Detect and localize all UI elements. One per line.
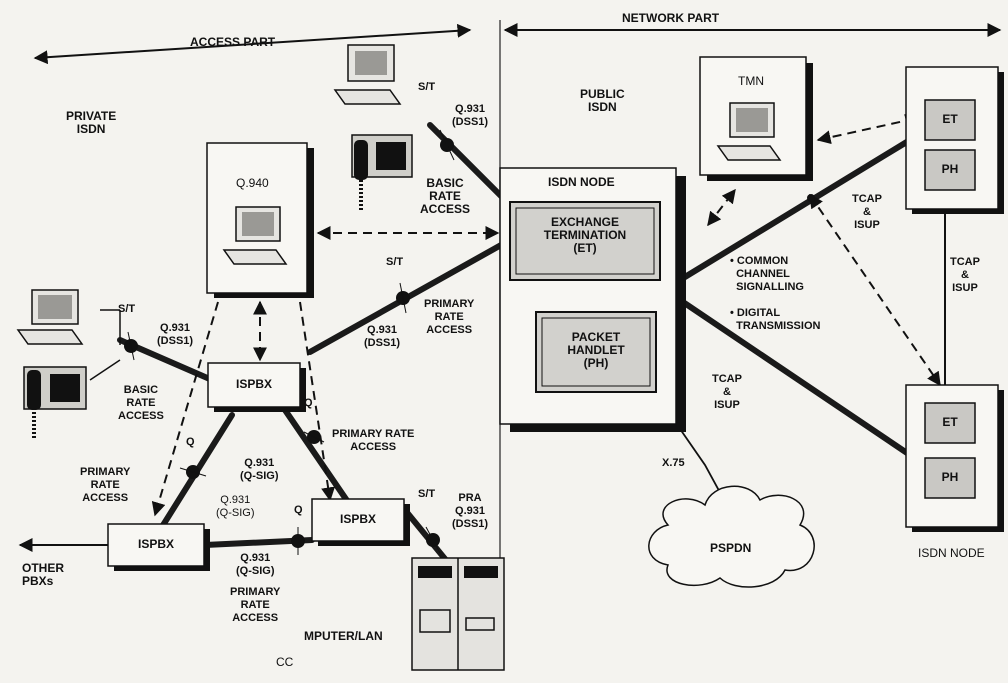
q931-dss1-top-label: Q.931 (DSS1) bbox=[452, 103, 489, 128]
ispbx-boxes bbox=[107, 362, 410, 571]
ispbx-mid-label: ISPBX bbox=[235, 377, 272, 391]
tmn-label: TMN bbox=[738, 74, 764, 88]
private-isdn-label: PRIVATE ISDN bbox=[66, 109, 117, 136]
primary-rate-left-label: PRIMARY RATE ACCESS bbox=[80, 466, 131, 504]
q931-qsig-center-label: Q.931 (Q-SIG) bbox=[240, 457, 279, 482]
q931-dss1-left-label: Q.931 (DSS1) bbox=[157, 322, 194, 347]
right-et-bottom-label: ET bbox=[942, 415, 958, 429]
st-pra-label: S/T bbox=[386, 256, 404, 268]
terminal-q940 bbox=[222, 206, 288, 265]
access-part-arrow bbox=[33, 23, 472, 65]
tcap-isup-mid-label: TCAP & ISUP bbox=[712, 373, 742, 411]
telephone-left bbox=[23, 366, 87, 440]
isdn-node-center-label: ISDN NODE bbox=[548, 175, 615, 189]
primary-rate-access-mid-label: PRIMARY RATE ACCESS bbox=[332, 428, 415, 453]
ispbx-bottom-label: ISPBX bbox=[339, 512, 376, 526]
q931-dss1-pra-label: Q.931 (DSS1) bbox=[364, 324, 401, 349]
q-ispbx-label: Q bbox=[304, 397, 313, 409]
pspdn-label: PSPDN bbox=[710, 541, 752, 555]
isdn-node-central bbox=[499, 167, 686, 432]
isdn-node-right-bottom bbox=[905, 384, 1004, 532]
network-part-header: NETWORK PART bbox=[622, 11, 720, 25]
basic-rate-left-label: BASIC RATE ACCESS bbox=[118, 384, 164, 422]
cc-label: CC bbox=[276, 655, 294, 669]
terminal-top bbox=[333, 44, 402, 105]
right-et-top-label: ET bbox=[942, 112, 958, 126]
q-bottom-label: Q bbox=[294, 504, 303, 516]
q-left-label: Q bbox=[186, 436, 195, 448]
packet-handlet-label: PACKET HANDLET (PH) bbox=[567, 330, 625, 370]
terminal-tmn bbox=[716, 102, 782, 161]
pra-q931-label: PRA Q.931 (DSS1) bbox=[452, 492, 489, 530]
q931-qsig-bottom-label: Q.931 (Q-SIG) bbox=[236, 552, 275, 577]
primary-rate-bottom-label: PRIMARY RATE ACCESS bbox=[230, 586, 281, 624]
q940-label: Q.940 bbox=[236, 176, 269, 190]
isdn-node-right-label: ISDN NODE bbox=[918, 546, 985, 560]
right-ph-bottom-label: PH bbox=[941, 470, 959, 484]
telephone-top bbox=[351, 134, 413, 210]
access-part-header: ACCESS PART bbox=[190, 35, 276, 49]
public-isdn-label: PUBLIC ISDN bbox=[580, 87, 625, 114]
other-pbxs-label: OTHER PBXs bbox=[22, 561, 64, 588]
reference-points bbox=[124, 129, 815, 555]
isdn-node-right-top bbox=[905, 66, 1004, 214]
exchange-termination-label: EXCHANGE TERMINATION (ET) bbox=[543, 215, 627, 255]
st-top-label: S/T bbox=[418, 81, 436, 93]
right-ph-top-label: PH bbox=[941, 162, 959, 176]
primary-rate-access-label: PRIMARY RATE ACCESS bbox=[424, 298, 475, 336]
common-channel-label: • COMMON CHANNEL SIGNALLING bbox=[730, 255, 804, 293]
pspdn-cloud bbox=[648, 485, 815, 588]
st-pra-right-label: S/T bbox=[418, 488, 436, 500]
computer-lan-cabinet bbox=[411, 557, 505, 671]
terminal-left bbox=[16, 289, 84, 345]
st-left-label: S/T bbox=[118, 303, 136, 315]
digital-transmission-label: • DIGITAL TRANSMISSION bbox=[730, 307, 821, 332]
ispbx-left-label: ISPBX bbox=[137, 537, 174, 551]
tcap-isup-right-label: TCAP & ISUP bbox=[950, 256, 980, 294]
dashed-management-links bbox=[151, 113, 941, 517]
computer-lan-label: MPUTER/LAN bbox=[304, 629, 383, 643]
x75-label: X.75 bbox=[662, 457, 685, 469]
q931-qsig-left-label: Q.931 (Q-SIG) bbox=[216, 494, 255, 519]
tcap-isup-top-label: TCAP & ISUP bbox=[852, 193, 882, 231]
basic-rate-top-label: BASIC RATE ACCESS bbox=[420, 176, 471, 216]
